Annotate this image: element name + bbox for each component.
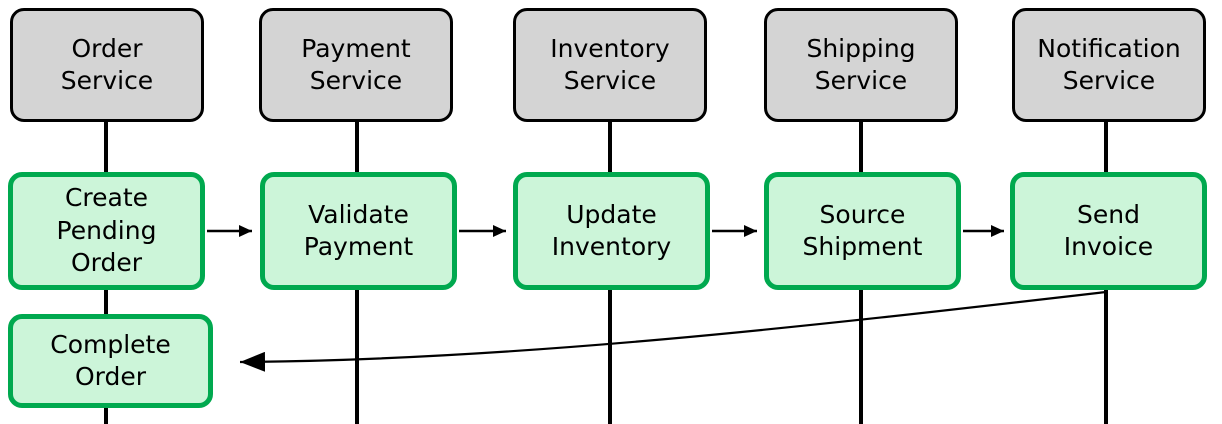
lifeline-inventory-service	[608, 120, 612, 176]
action-validate-payment[interactable]: Validate Payment	[260, 172, 457, 290]
lifeline-shipping-service	[859, 120, 863, 176]
participant-notification-service-label: Notification Service	[1037, 33, 1181, 96]
participant-notification-service[interactable]: Notification Service	[1012, 8, 1206, 122]
participant-payment-service[interactable]: Payment Service	[259, 8, 453, 122]
lifeline-order-service-lower	[104, 286, 108, 318]
action-update-inventory[interactable]: Update Inventory	[513, 172, 710, 290]
lifeline-order-service	[104, 120, 108, 176]
lifeline-inventory-service-lower	[608, 286, 612, 424]
action-source-shipment-label: Source Shipment	[802, 199, 923, 262]
action-create-pending-order-label: Create Pending Order	[56, 183, 157, 278]
action-complete-order[interactable]: Complete Order	[8, 314, 213, 408]
participant-inventory-service[interactable]: Inventory Service	[513, 8, 707, 122]
action-source-shipment[interactable]: Source Shipment	[764, 172, 961, 290]
participant-order-service[interactable]: Order Service	[10, 8, 204, 122]
action-send-invoice-label: Send Invoice	[1063, 199, 1154, 262]
lifeline-payment-service	[355, 120, 359, 176]
action-create-pending-order[interactable]: Create Pending Order	[8, 172, 205, 290]
participant-shipping-service[interactable]: Shipping Service	[764, 8, 958, 122]
lifeline-notification-service	[1104, 120, 1108, 176]
lifeline-notification-service-lower	[1104, 286, 1108, 424]
participant-inventory-service-label: Inventory Service	[550, 33, 670, 96]
edge-send-invoice-to-complete-order	[239, 290, 1107, 372]
lifeline-order-service-tail	[104, 404, 108, 424]
action-complete-order-label: Complete Order	[50, 329, 171, 392]
action-validate-payment-label: Validate Payment	[303, 199, 414, 262]
action-update-inventory-label: Update Inventory	[551, 199, 672, 262]
lifeline-shipping-service-lower	[859, 286, 863, 424]
lifeline-payment-service-lower	[355, 286, 359, 424]
participant-order-service-label: Order Service	[60, 33, 154, 96]
participant-payment-service-label: Payment Service	[301, 33, 411, 96]
action-send-invoice[interactable]: Send Invoice	[1010, 172, 1207, 290]
participant-shipping-service-label: Shipping Service	[806, 33, 916, 96]
